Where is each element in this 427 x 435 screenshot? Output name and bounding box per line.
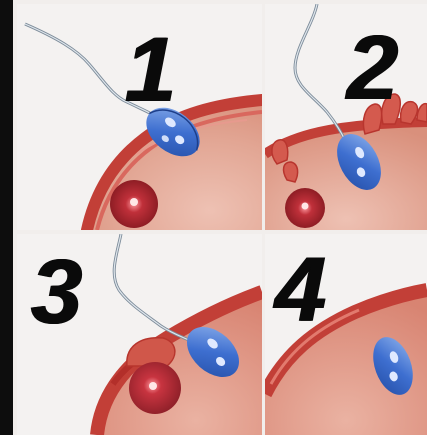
left-border [0,0,13,435]
sperm-tail [295,4,345,140]
step-number-2: 2 [347,22,396,114]
step-panel-4: 4 [265,234,427,435]
step-number-3: 3 [31,246,80,338]
step-panel-3: 3 [17,234,262,435]
step-number-1: 1 [125,24,174,116]
step-panel-2: 2 [265,4,427,230]
step-2-illustration [265,4,427,230]
step-number-4: 4 [275,244,324,336]
step-panel-1: 1 [17,4,262,230]
